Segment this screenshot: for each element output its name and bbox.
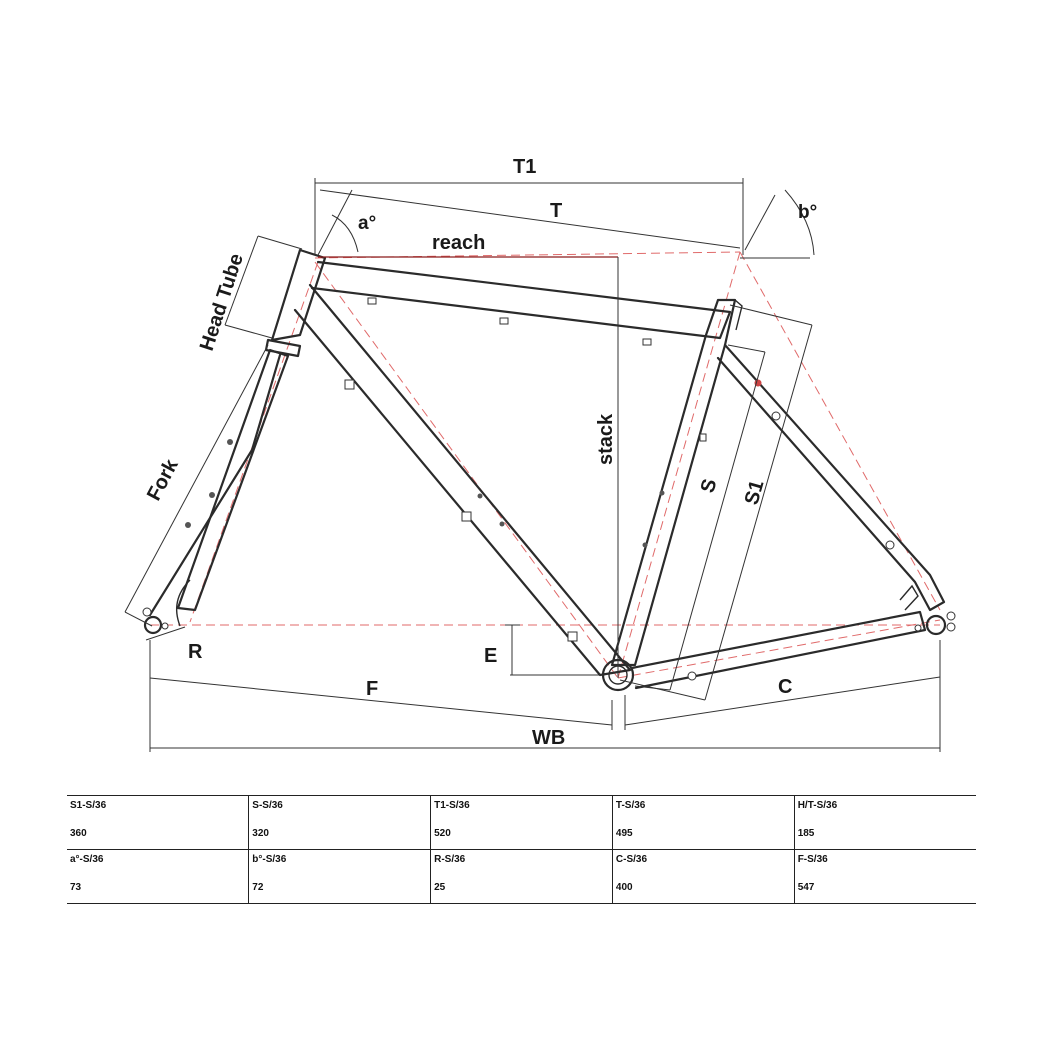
label-b-angle: b° <box>798 202 817 223</box>
cell-label: R-S/36 <box>434 854 466 865</box>
table-cell: a°-S/36 73 <box>67 849 249 904</box>
table-cell: H/T-S/36 185 <box>793 795 976 850</box>
table-cell: T1-S/36 520 <box>430 795 613 850</box>
cell-label: T-S/36 <box>615 800 646 811</box>
cell-value: 73 <box>70 882 82 893</box>
dimension-lines <box>124 178 941 752</box>
table-cell: S-S/36 320 <box>248 795 431 850</box>
cell-value: 25 <box>434 882 446 893</box>
table-cell: b°-S/36 72 <box>248 849 431 904</box>
cell-label: C-S/36 <box>615 854 648 865</box>
label-stack: stack <box>595 413 617 465</box>
cell-value: 495 <box>615 828 633 839</box>
label-fork: Fork <box>143 455 183 504</box>
cell-value: 400 <box>615 882 633 893</box>
cell-label: b°-S/36 <box>252 854 287 865</box>
label-r: R <box>188 641 203 663</box>
label-a-angle: a° <box>358 213 376 234</box>
cell-label: F-S/36 <box>797 854 828 865</box>
label-head-tube: Head Tube <box>196 251 248 354</box>
cell-value: 185 <box>797 828 815 839</box>
cell-value: 520 <box>434 828 451 839</box>
cell-label: S-S/36 <box>252 800 283 811</box>
cell-label: S1-S/36 <box>70 800 107 811</box>
label-wb: WB <box>532 727 565 749</box>
cell-value: 360 <box>70 828 87 839</box>
geometry-table: S1-S/36 360 S-S/36 320 T1-S/36 520 T-S/36 49… <box>67 795 976 904</box>
table-row: a°-S/36 73 b°-S/36 72 R-S/36 25 C-S/36 400 F… <box>67 849 976 904</box>
table-cell: F-S/36 547 <box>793 849 976 904</box>
table-cell: R-S/36 25 <box>430 849 613 904</box>
cell-value: 547 <box>797 882 815 893</box>
label-e: E <box>484 645 497 667</box>
label-s: S <box>697 476 722 495</box>
cell-value: 320 <box>252 828 269 839</box>
label-f: F <box>366 678 378 700</box>
table-cell: S1-S/36 360 <box>67 795 249 850</box>
label-s1: S1 <box>741 478 769 508</box>
frame-outline <box>142 248 956 692</box>
table-row: S1-S/36 360 S-S/36 320 T1-S/36 520 T-S/36 49… <box>67 795 976 850</box>
label-c: C <box>778 676 792 698</box>
cell-label: a°-S/36 <box>70 854 104 865</box>
frame-geometry-diagram: T1 T reach a° b° Head Tube Fork stack S … <box>124 156 956 752</box>
label-t1: T1 <box>513 156 536 178</box>
label-t: T <box>550 200 562 222</box>
cell-value: 72 <box>252 882 264 893</box>
label-reach: reach <box>432 232 485 254</box>
table-cell: C-S/36 400 <box>611 849 795 904</box>
table-cell: T-S/36 495 <box>611 795 795 850</box>
cell-label: H/T-S/36 <box>797 800 838 811</box>
cell-label: T1-S/36 <box>434 800 470 811</box>
